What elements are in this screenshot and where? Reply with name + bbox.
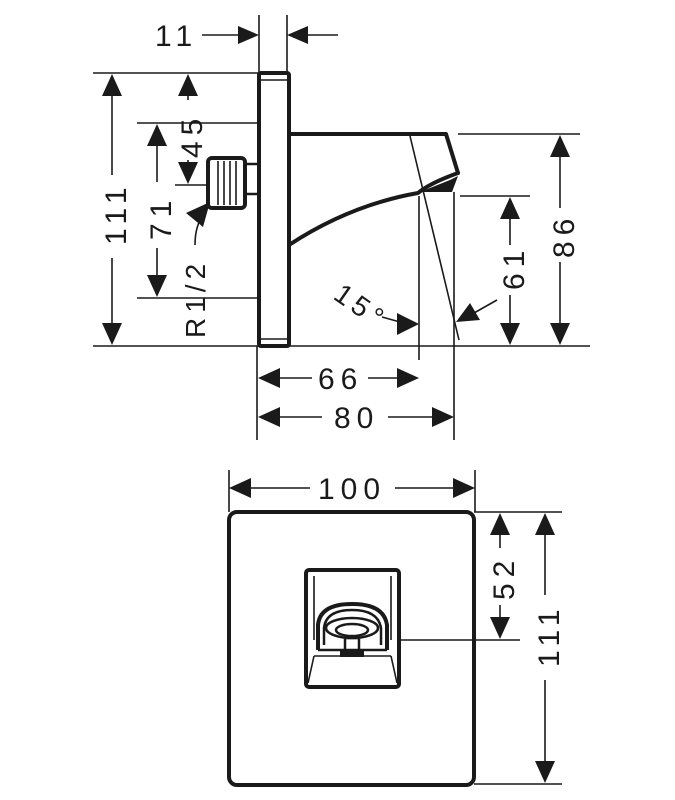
threaded-inlet bbox=[206, 156, 261, 210]
arrow bbox=[147, 275, 167, 297]
arrow bbox=[102, 74, 122, 96]
dim-top-to-inlet: 45 bbox=[176, 113, 209, 158]
arrow bbox=[397, 313, 419, 335]
arrow bbox=[287, 26, 308, 44]
arrow bbox=[500, 197, 520, 219]
arrow bbox=[500, 323, 520, 345]
wall-plate bbox=[257, 71, 291, 348]
thread-label: R1/2 bbox=[180, 259, 211, 338]
arrow bbox=[550, 323, 570, 345]
side-view: 11 111 45 71 R1/2 86 61 bbox=[93, 15, 590, 440]
dim-total-height-side: 111 bbox=[100, 181, 133, 245]
spout-front bbox=[304, 568, 401, 689]
arrow bbox=[238, 26, 259, 44]
arrow bbox=[147, 124, 167, 146]
arrow bbox=[550, 135, 570, 157]
spout-body bbox=[287, 132, 460, 247]
dim-plate-thickness: 11 bbox=[155, 20, 198, 53]
arrow bbox=[258, 368, 280, 388]
arrow bbox=[453, 478, 475, 498]
cover-plate bbox=[227, 510, 476, 787]
front-view: 100 52 111 bbox=[227, 470, 566, 787]
angle-line bbox=[409, 135, 460, 341]
arrow bbox=[490, 513, 510, 535]
arrow bbox=[397, 368, 419, 388]
dim-spout-height: 86 bbox=[548, 213, 581, 258]
arrow bbox=[535, 761, 555, 783]
dim-front-width: 100 bbox=[318, 473, 386, 506]
arrow bbox=[186, 202, 210, 227]
arrow bbox=[490, 617, 510, 639]
arrow bbox=[456, 303, 480, 322]
arrow bbox=[178, 162, 198, 184]
dim-angle: 15° bbox=[329, 278, 394, 336]
arrow bbox=[102, 323, 122, 345]
arrow bbox=[432, 407, 454, 427]
dim-total-projection: 80 bbox=[334, 402, 379, 435]
dim-outlet-height: 61 bbox=[498, 245, 531, 290]
arrow bbox=[258, 407, 280, 427]
arrow bbox=[178, 74, 198, 96]
dim-projection-outlet: 66 bbox=[318, 363, 363, 396]
dim-inlet-to-ref: 71 bbox=[145, 195, 178, 240]
arrow bbox=[535, 513, 555, 535]
arrow bbox=[229, 478, 251, 498]
dim-top-to-outlet: 52 bbox=[488, 555, 521, 600]
dim-total-height-front: 111 bbox=[533, 603, 566, 667]
spout-outlet-lip bbox=[420, 176, 458, 192]
